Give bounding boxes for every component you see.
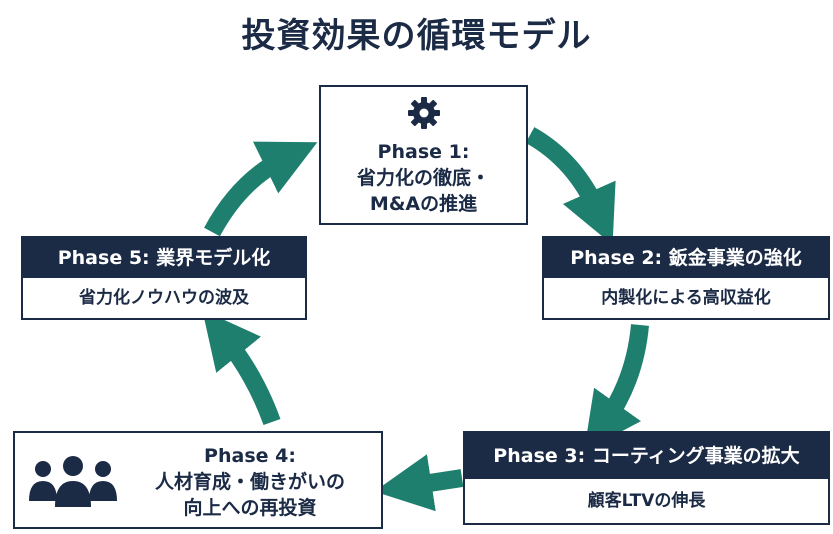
phase5-text: 省力化ノウハウの波及 [79,288,249,308]
arrow-phase1-to-phase2 [525,127,616,245]
phase2-heading: Phase 2: 鈑金事業の強化 [544,238,828,278]
phase4-line2: 向上への再投資 [183,497,317,519]
arrow-phase4-to-phase5 [202,310,281,426]
phase3-heading: Phase 3: コーティング事業の拡大 [465,433,828,479]
phase4-line1: 人材育成・働きがいの [154,471,345,493]
arrow-phase3-to-phase4 [374,454,464,512]
phase1-line2: M&Aの推進 [369,193,478,215]
phase4-heading: Phase 4: [204,445,296,467]
phase3-box: Phase 3: コーティング事業の拡大 顧客LTVの伸長 [463,431,830,525]
phase5-heading: Phase 5: 業界モデル化 [23,238,305,278]
phase5-box: Phase 5: 業界モデル化 省力化ノウハウの波及 [21,236,307,320]
phase2-text: 内製化による高収益化 [601,288,771,308]
phase1-line1: 省力化の徹底・ [356,167,490,189]
people-icon [29,455,117,513]
arrow-phase2-to-phase3 [584,324,649,452]
phase3-text: 顧客LTVの伸長 [587,491,706,511]
arrow-phase5-to-phase1 [204,141,318,237]
phase2-box: Phase 2: 鈑金事業の強化 内製化による高収益化 [542,236,830,320]
phase4-box: Phase 4: 人材育成・働きがいの 向上への再投資 [13,431,383,529]
phase1-box: Phase 1: 省力化の徹底・ M&Aの推進 [319,85,528,225]
diagram-title: 投資効果の循環モデル [241,16,592,56]
gear-icon [321,95,526,135]
phase1-heading: Phase 1: [377,141,470,163]
